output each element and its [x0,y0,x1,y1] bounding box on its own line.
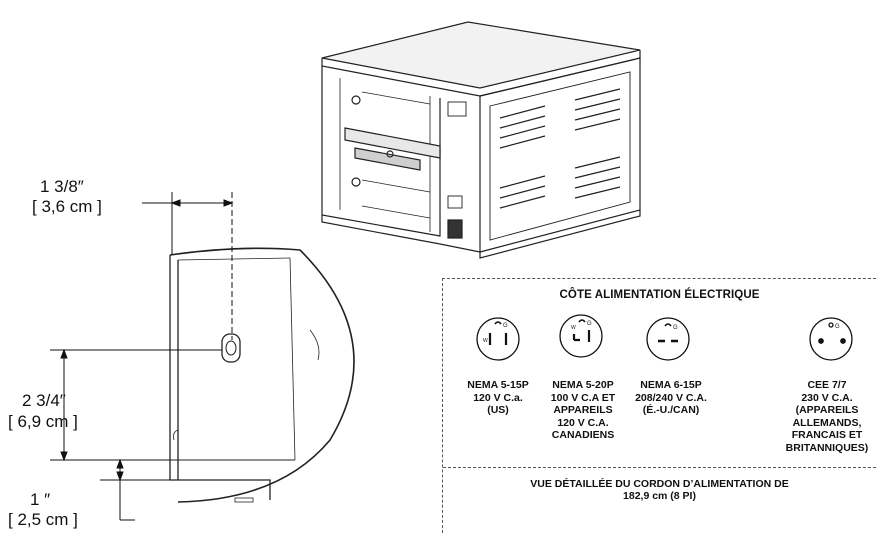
svg-text:G: G [503,323,508,329]
plug-line: FRANCAIS ET [791,429,863,441]
plug-line: 208/240 V C.A. [635,391,707,404]
plug-label-cee-7-7: CEE 7/7 230 V C.A. (APPAREILS ALLEMANDS,… [777,379,877,454]
panel-divider [443,467,876,468]
plug-line: CANADIENS [551,429,615,441]
panel-footer: VUE DÉTAILLÉE DU CORDON D’ALIMENTATION D… [443,478,876,502]
plug-line: APPAREILS [553,404,613,416]
plug-line: 120 V C.A. [557,416,609,429]
svg-text:G: G [587,321,592,327]
plug-label-nema-5-15p: NEMA 5-15P 120 V C.a. (US) [447,379,549,417]
footer-line-2: 182,9 cm (8 PI) [623,490,696,502]
dim-top-imperial: 1 3/8″ [40,177,84,196]
plug-line: NEMA 6-15P [640,379,702,391]
svg-text:G: G [673,325,678,331]
plug-line: (APPAREILS [795,404,859,416]
dimension-lines [50,192,234,521]
plug-line: (É.-U./CAN) [642,404,700,416]
warming-cabinet-drawing [321,21,641,259]
plug-line: NEMA 5-15P [467,379,529,391]
svg-text:W: W [483,338,488,344]
detail-view-arc [169,247,355,503]
dim-middle-metric: [ 6,9 cm ] [8,412,78,431]
dim-middle-imperial: 2 3/4″ [22,391,66,410]
nema-5-20p-outlet-icon: G W [559,314,603,358]
nema-5-15p-outlet-icon: G W [476,317,520,361]
plug-label-nema-6-15p: NEMA 6-15P 208/240 V C.A. (É.-U./CAN) [619,379,723,417]
dim-bottom-metric: [ 2,5 cm ] [8,510,78,529]
cee-7-7-outlet-icon: G [809,317,853,361]
plug-label-nema-5-20p: NEMA 5-20P 100 V C.A ET APPAREILS 120 V … [531,379,635,442]
plug-line: BRITANNIQUES) [785,441,869,454]
plug-line: ALLEMANDS, [792,416,862,429]
plug-line: CEE 7/7 [807,379,847,391]
plug-line: 100 V C.A ET [550,391,616,404]
power-cord-panel: CÔTE ALIMENTATION ÉLECTRIQUE NEMA 5-15P … [442,278,876,533]
plug-line: 120 V C.a. [473,391,523,404]
dim-top-metric: [ 3,6 cm ] [32,197,102,216]
svg-text:G: G [835,324,840,330]
footer-line-1: VUE DÉTAILLÉE DU CORDON D’ALIMENTATION D… [530,478,789,490]
plug-line: 230 V C.A. [801,391,853,404]
panel-title: CÔTE ALIMENTATION ÉLECTRIQUE [559,289,760,301]
svg-text:W: W [571,325,576,331]
nema-6-15p-outlet-icon: G [646,317,690,361]
dim-bottom-imperial: 1 ″ [30,490,51,509]
plug-line: NEMA 5-20P [552,379,614,391]
plug-line: (US) [487,404,509,416]
